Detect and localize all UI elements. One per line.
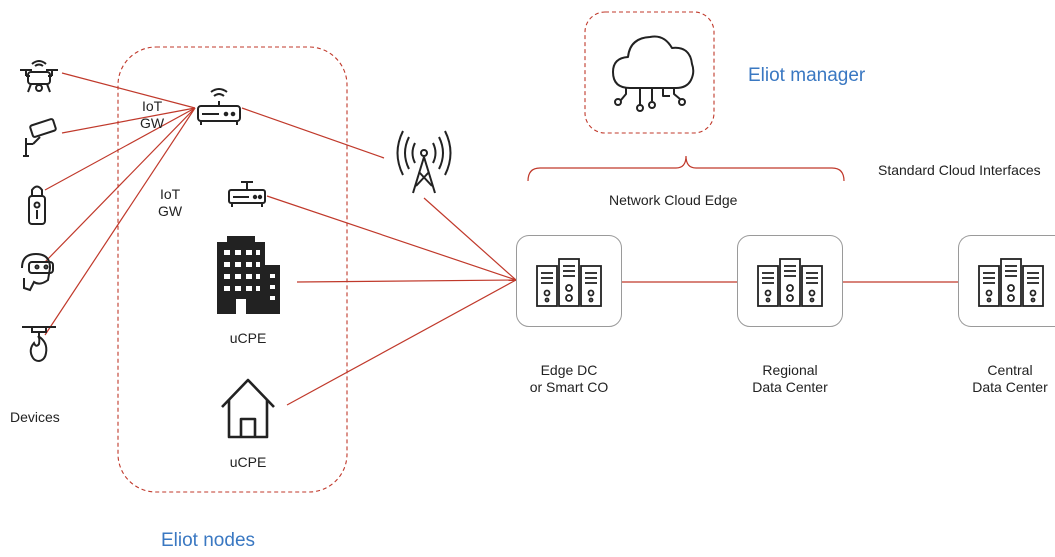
eliot-manager-label: Eliot manager <box>748 65 866 86</box>
link-camera-iotgw <box>61 107 196 134</box>
network-cloud-edge-label: Network Cloud Edge <box>609 192 738 208</box>
ucpe-label-1: uCPE <box>229 330 267 346</box>
edge-dc-box <box>516 235 622 327</box>
cloud-icon <box>612 35 695 112</box>
link-house-edge <box>286 279 517 406</box>
gateway-icon <box>228 181 266 207</box>
smart-lock-icon <box>28 185 46 225</box>
office-building-icon <box>217 236 280 314</box>
standard-cloud-interfaces-label: Standard Cloud Interfaces <box>878 162 1041 178</box>
iot-gw-label-2: IoT GW <box>158 186 183 219</box>
link-gateway-edge <box>266 195 517 281</box>
server-rack-icon <box>757 258 823 307</box>
regional-dc-box <box>737 235 843 327</box>
drone-icon <box>20 60 58 93</box>
cell-tower-icon <box>396 130 452 194</box>
devices-label: Devices <box>10 409 60 425</box>
link-smoke-iotgw <box>44 107 196 336</box>
vr-headset-icon <box>21 252 54 292</box>
central-dc-label: Central Data Center <box>972 362 1048 395</box>
eliot-nodes-region <box>117 46 348 493</box>
network-cloud-edge-brace <box>527 155 845 182</box>
house-icon <box>221 378 275 439</box>
ucpe-label-2: uCPE <box>229 454 267 470</box>
link-tower-edge <box>423 197 517 281</box>
link-lock-iotgw <box>44 107 196 191</box>
link-building-edge <box>296 279 517 283</box>
edge-dc-label: Edge DC or Smart CO <box>529 362 609 395</box>
server-rack-icon <box>536 258 602 307</box>
regional-dc-label: Regional Data Center <box>752 362 828 395</box>
smoke-detector-icon <box>22 326 56 363</box>
link-drone-iotgw <box>61 72 196 109</box>
eliot-manager-region <box>584 11 715 134</box>
central-dc-box <box>958 235 1055 327</box>
router-icon <box>197 88 241 125</box>
eliot-nodes-label: Eliot nodes <box>161 530 256 551</box>
cctv-camera-icon <box>23 118 57 157</box>
link-router-tower <box>241 107 385 159</box>
iot-gw-label-1: IoT GW <box>140 98 165 131</box>
connection-lines <box>44 72 958 406</box>
server-rack-icon <box>978 258 1044 307</box>
link-vr-iotgw <box>44 107 196 263</box>
